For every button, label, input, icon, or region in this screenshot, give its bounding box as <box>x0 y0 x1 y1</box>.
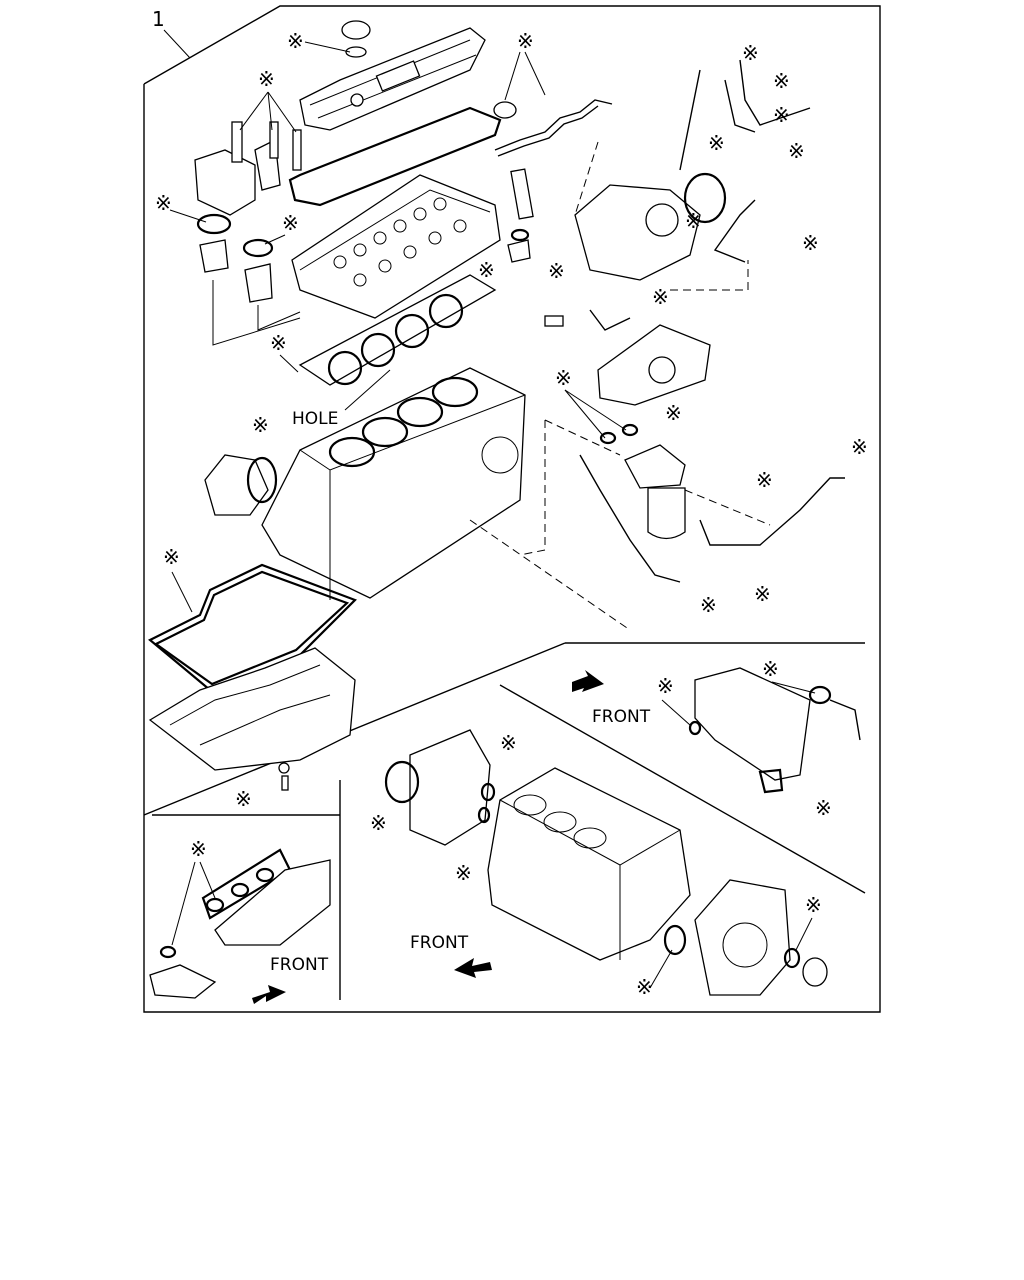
asterisk-icon: ※ <box>163 545 180 569</box>
asterisk-icon: ※ <box>762 657 779 681</box>
water-pump <box>204 454 278 516</box>
thermostat-leader-line-2 <box>257 305 301 331</box>
cylinder-block <box>261 367 526 600</box>
asterisk-icon: ※ <box>258 67 275 91</box>
kit-markers: ※ ※ ※ ※ ※ ※ ※ ※ ※ ※ ※ ※ ※ ※ ※ ※ ※ ※ ※ ※ … <box>155 29 868 999</box>
thermostat-housing <box>194 139 281 303</box>
asterisk-icon: ※ <box>742 41 759 65</box>
asterisk-icon: ※ <box>455 861 472 885</box>
callout-number: 1 <box>152 7 165 31</box>
housing-bolts <box>231 121 302 171</box>
asterisk-icon: ※ <box>270 331 287 355</box>
asterisk-icon: ※ <box>665 401 682 425</box>
cylinder-head <box>291 174 501 319</box>
oil-filter <box>579 423 686 583</box>
asterisk-icon: ※ <box>500 731 517 755</box>
arrow-icon <box>454 958 492 978</box>
asterisk-icon: ※ <box>287 29 304 53</box>
leader-lines <box>469 141 771 631</box>
asterisk-icon: ※ <box>282 211 299 235</box>
hole-label: HOLE <box>292 369 391 429</box>
front-indicator-2: FRONT <box>410 933 492 978</box>
marker-leaders <box>169 41 816 989</box>
diagram-frame <box>143 5 881 1013</box>
asterisk-icon: ※ <box>700 593 717 617</box>
exhaust-manifold <box>149 848 331 999</box>
asterisk-icon: ※ <box>636 975 653 999</box>
cylinder-block-rear <box>487 767 691 961</box>
asterisk-icon: ※ <box>802 231 819 255</box>
asterisk-icon: ※ <box>773 103 790 127</box>
flywheel-housing <box>694 879 828 996</box>
callout-1: 1 <box>152 7 191 59</box>
asterisk-icon: ※ <box>548 259 565 283</box>
asterisk-icon: ※ <box>155 191 172 215</box>
injector-pipes <box>493 99 613 263</box>
asterisk-icon: ※ <box>708 131 725 155</box>
rocker-cover <box>299 20 486 131</box>
front-indicator-1: FRONT <box>572 670 651 727</box>
asterisk-icon: ※ <box>685 209 702 233</box>
asterisk-icon: ※ <box>235 787 252 811</box>
front-label: FRONT <box>592 707 651 727</box>
front-indicator-3: FRONT <box>252 955 329 1004</box>
arrow-icon <box>572 670 604 692</box>
arrow-icon <box>252 985 286 1004</box>
asterisk-icon: ※ <box>756 468 773 492</box>
intake-manifold <box>688 667 861 794</box>
asterisk-icon: ※ <box>657 674 674 698</box>
cylinder-head-gasket <box>298 274 497 386</box>
hole-text: HOLE <box>292 409 338 429</box>
oil-cooler <box>597 324 711 406</box>
asterisk-icon: ※ <box>754 582 771 606</box>
thermostat-leader-line <box>212 280 301 346</box>
front-label: FRONT <box>410 933 469 953</box>
front-label: FRONT <box>270 955 329 975</box>
oil-pipe <box>699 477 845 546</box>
injection-pump <box>544 59 811 331</box>
asterisk-icon: ※ <box>773 69 790 93</box>
asterisk-icon: ※ <box>851 435 868 459</box>
asterisk-icon: ※ <box>815 796 832 820</box>
asterisk-icon: ※ <box>478 258 495 282</box>
asterisk-icon: ※ <box>805 893 822 917</box>
asterisk-icon: ※ <box>190 837 207 861</box>
asterisk-icon: ※ <box>252 413 269 437</box>
asterisk-icon: ※ <box>555 366 572 390</box>
front-cover <box>384 729 496 846</box>
rocker-cover-gasket <box>288 106 502 207</box>
oil-pan <box>148 647 356 791</box>
asterisk-icon: ※ <box>788 139 805 163</box>
asterisk-icon: ※ <box>370 811 387 835</box>
asterisk-icon: ※ <box>652 285 669 309</box>
asterisk-icon: ※ <box>517 29 534 53</box>
